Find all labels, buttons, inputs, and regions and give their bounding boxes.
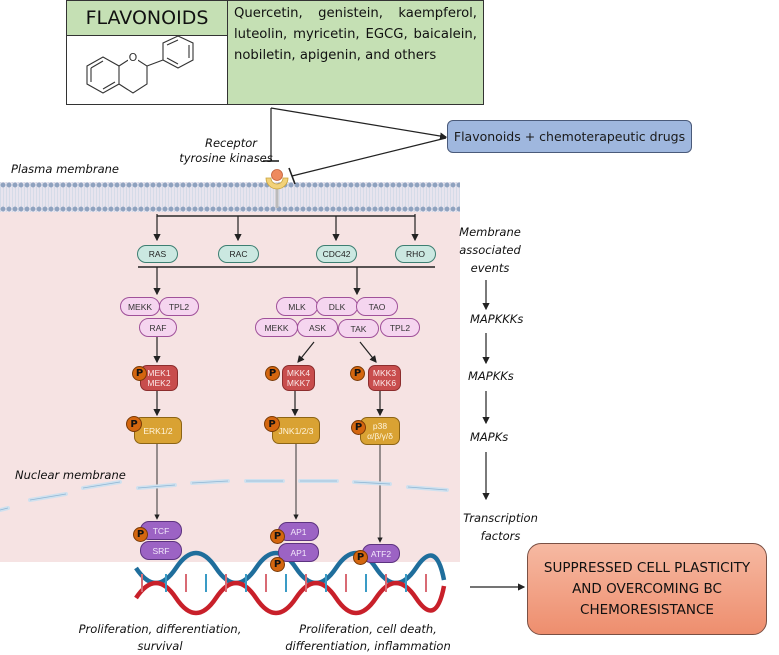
mapk-erk-label: ERK1/2 (143, 425, 173, 436)
flavonoids-title: FLAVONOIDS (67, 1, 227, 36)
level-transcription-factors: Transcription factors (463, 511, 538, 543)
tf-tcf: TCF (140, 521, 182, 540)
phospho-erk-icon: P (126, 416, 142, 432)
flavonoid-examples: Quercetin, genistein, kaempferol, luteol… (228, 0, 484, 105)
phospho-mek-icon: P (132, 366, 147, 381)
phospho-mkk47-icon: P (265, 366, 280, 381)
level-mapks: MAPKs (470, 430, 509, 444)
mapkk-mek2: MEK2 (147, 378, 171, 388)
mapkkk-tak: TAK (338, 319, 379, 338)
mapkk-mek1: MEK1 (147, 368, 171, 378)
protein-rac: RAC (218, 245, 259, 263)
protein-rho: RHO (395, 245, 436, 263)
mapkkk-mekk-right: MEKK (255, 318, 298, 337)
receptor-label-line2: tyrosine kinases (179, 151, 273, 165)
level-mapkkks: MAPKKKs (470, 312, 524, 326)
outcome-jnk-p38-line2: differentiation, inflammation (285, 639, 451, 653)
mapkkk-ask: ASK (297, 318, 338, 337)
mapkk-mkk3: MKK3 (372, 368, 397, 378)
protein-cdc42: CDC42 (316, 245, 357, 263)
mapkk-mkk3-mkk6: MKK3 MKK6 (368, 365, 401, 391)
phospho-ap1-bottom-icon: P (270, 557, 285, 572)
mapkk-mkk7: MKK7 (286, 378, 311, 388)
svg-text:O: O (129, 51, 138, 64)
mapkk-mkk4: MKK4 (286, 368, 311, 378)
mapkkk-raf: RAF (139, 318, 177, 337)
plasma-membrane (0, 182, 460, 212)
phospho-ap1-top-icon: P (270, 529, 285, 544)
outcome-jnk-p38: Proliferation, cell death, differentiati… (268, 621, 468, 655)
phospho-atf2-icon: P (353, 550, 368, 565)
phospho-jnk-icon: P (264, 416, 280, 432)
protein-ras: RAS (137, 245, 178, 263)
mapkkk-tao: TAO (356, 297, 398, 316)
mapk-jnk: JNK1/2/3 (272, 417, 320, 444)
mapkkk-dlk: DLK (316, 297, 358, 316)
mapk-jnk-label: JNK1/2/3 (278, 425, 314, 436)
mapkkk-tpl2-left: TPL2 (159, 297, 199, 316)
phospho-p38-icon: P (351, 420, 366, 435)
tf-ap1-bottom: AP1 (278, 543, 319, 562)
dna-base-pairs (141, 574, 427, 592)
dna-helix (134, 550, 447, 616)
phospho-tcf-icon: P (133, 527, 148, 542)
plasma-membrane-label: Plasma membrane (11, 162, 119, 176)
level-membrane-events: Membrane associated events (459, 225, 521, 275)
outcome-jnk-p38-line1: Proliferation, cell death, (299, 622, 437, 636)
tf-atf2: ATF2 (362, 544, 400, 563)
nuclear-membrane-label: Nuclear membrane (15, 468, 126, 482)
drug-inhibit-line (291, 137, 447, 177)
flavan-structure-icon: O (86, 35, 194, 94)
result-box: SUPPRESSED CELL PLASTICITY AND OVERCOMIN… (527, 543, 767, 635)
mapkk-mkk6: MKK6 (372, 378, 397, 388)
outcome-erk: Proliferation, differentiation, survival (60, 621, 260, 655)
mapkkk-mekk-left: MEKK (120, 297, 160, 316)
outcome-erk-line1: Proliferation, differentiation, (78, 622, 242, 636)
flavonoids-box: FLAVONOIDS O (66, 0, 228, 105)
receptor-label: Receptor tyrosine kinases (179, 136, 276, 166)
tf-srf: SRF (140, 541, 182, 560)
treatment-box: Flavonoids + chemoterapeutic drugs (447, 120, 692, 153)
mapkkk-tpl2-right: TPL2 (380, 318, 420, 337)
mapk-p38-label: p38 (372, 421, 388, 431)
flavonoid-to-drug-line (270, 107, 448, 140)
receptor-icon (265, 169, 289, 190)
outcome-erk-line2: survival (137, 639, 183, 653)
mapk-p38: p38 α/β/γ/δ (360, 417, 400, 445)
level-mapkks: MAPKKs (468, 369, 514, 383)
mapkk-mkk4-mkk7: MKK4 MKK7 (282, 365, 315, 391)
mapkkk-mlk: MLK (276, 297, 318, 316)
drug-inhibit-bar (288, 167, 296, 185)
receptor-label-line1: Receptor (204, 136, 258, 150)
mapk-p38-isoforms: α/β/γ/δ (367, 431, 393, 441)
phospho-mkk36-icon: P (350, 366, 365, 381)
mapk-erk: ERK1/2 (134, 417, 182, 444)
